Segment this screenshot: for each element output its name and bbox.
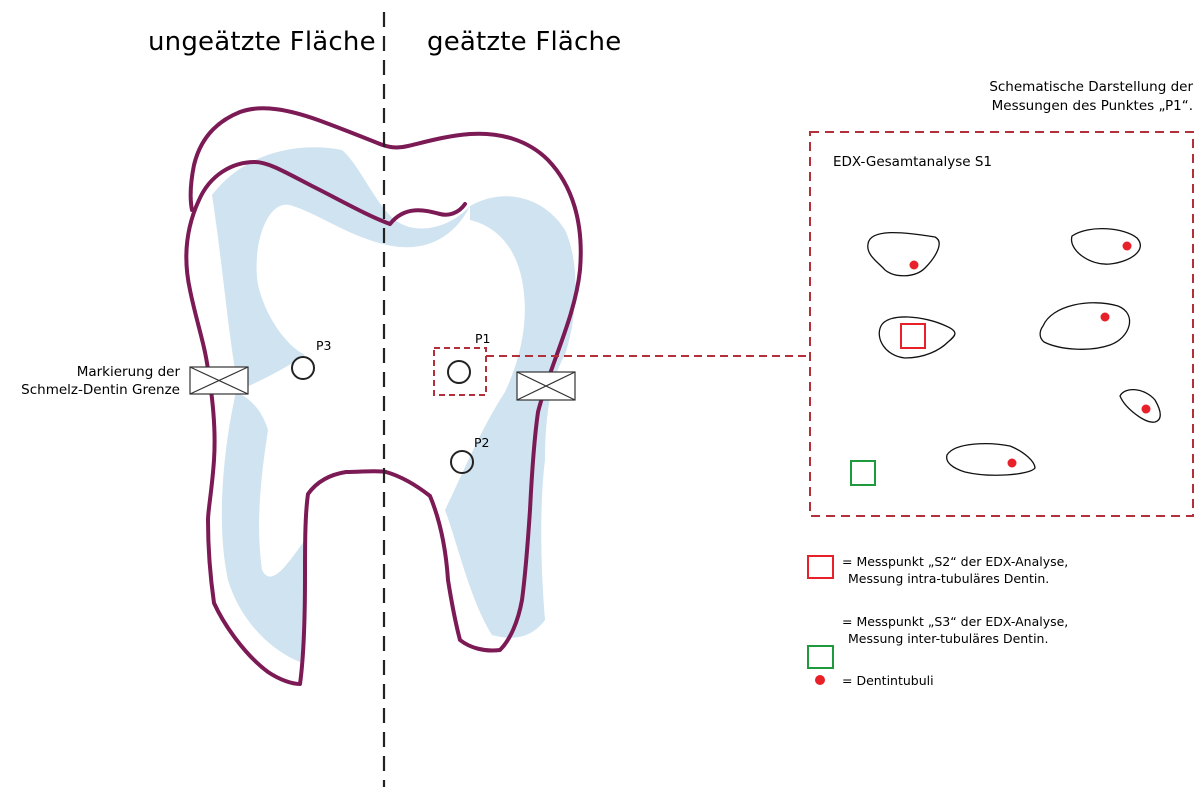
tubulus-outline xyxy=(868,233,939,276)
legend-s2-line1: = Messpunkt „S2“ der EDX-Analyse, xyxy=(842,554,1068,569)
schematic-caption-line1: Schematische Darstellung der xyxy=(989,79,1193,95)
tubulus-outline xyxy=(947,444,1035,476)
tubulus-dot xyxy=(1123,242,1132,251)
tubulus-outline xyxy=(1040,303,1129,349)
s2-measure-square xyxy=(901,324,925,348)
point-p3-marker xyxy=(292,357,314,379)
enamel-layer xyxy=(212,147,576,662)
boundary-label-line1: Markierung der xyxy=(77,364,181,380)
enamel-root-left xyxy=(222,392,305,662)
header-unetched: ungeätzte Fläche xyxy=(148,27,376,57)
p1-dashed-box xyxy=(434,348,486,395)
legend-s2-symbol xyxy=(808,556,833,578)
legend-s3-line1: = Messpunkt „S3“ der EDX-Analyse, xyxy=(842,614,1068,629)
legend-tubuli-dot xyxy=(815,675,825,685)
legend-s3-symbol xyxy=(808,646,833,668)
legend-tubuli-text: = Dentintubuli xyxy=(842,673,934,688)
legend: = Messpunkt „S2“ der EDX-Analyse, Messun… xyxy=(808,554,1068,688)
schematic-box xyxy=(810,132,1193,516)
boundary-marker-left xyxy=(190,367,248,394)
tubulus-dot xyxy=(1101,313,1110,322)
boundary-marker-right xyxy=(517,372,575,400)
schematic-title: EDX-Gesamtanalyse S1 xyxy=(833,154,992,170)
tubuli-dots xyxy=(910,242,1151,468)
legend-s2-line2: Messung intra-tubuläres Dentin. xyxy=(848,571,1049,586)
tubulus-dot xyxy=(1142,405,1151,414)
tubulus-outline xyxy=(1120,390,1160,423)
point-p1-label: P1 xyxy=(475,331,491,346)
header-etched: geätzte Fläche xyxy=(427,27,621,57)
enamel-crown-right xyxy=(445,196,576,638)
schematic-caption-line2: Messungen des Punktes „P1“. xyxy=(992,98,1193,114)
point-p2-label: P2 xyxy=(474,435,490,450)
tubulus-dot xyxy=(1008,459,1017,468)
tubulus-dot xyxy=(910,261,919,270)
point-p1-marker xyxy=(448,361,470,383)
s3-measure-square xyxy=(851,461,875,485)
enamel-crown-left xyxy=(212,147,470,392)
boundary-label-line2: Schmelz-Dentin Grenze xyxy=(21,382,180,398)
legend-s3-line2: Messung inter-tubuläres Dentin. xyxy=(848,631,1048,646)
point-p3-label: P3 xyxy=(316,338,332,353)
